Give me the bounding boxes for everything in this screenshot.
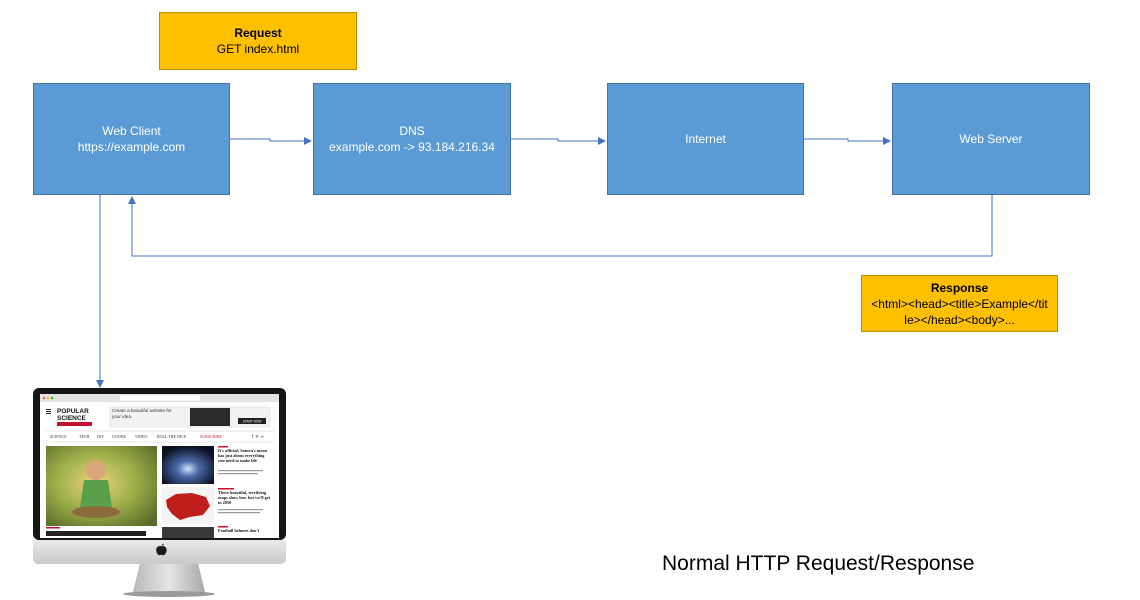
- web-client-url: https://example.com: [77, 140, 186, 154]
- request-note: Request GET index.html: [159, 12, 357, 70]
- diagram-caption: Normal HTTP Request/Response: [662, 552, 975, 575]
- dns-label: DNS: [399, 124, 425, 138]
- arrow-dns-to-internet: [511, 137, 606, 145]
- arrow-internet-to-server: [804, 137, 891, 145]
- nav-item[interactable]: ROLL THE DICE: [157, 434, 187, 439]
- nav-item[interactable]: GOODS: [112, 434, 126, 439]
- site-logo-line1: POPULAR: [57, 408, 89, 415]
- ad-button[interactable]: [238, 418, 266, 424]
- web-server-node[interactable]: Web Server: [892, 83, 1090, 195]
- arrow-server-to-client-response: [128, 195, 993, 257]
- imac-stand: [133, 563, 205, 592]
- internet-label: Internet: [685, 132, 726, 146]
- arrow-client-to-dns: [230, 137, 312, 145]
- apple-logo-icon: [156, 543, 167, 556]
- dns-node[interactable]: DNS example.com -> 93.184.216.34: [313, 83, 511, 195]
- ad-image: [190, 408, 230, 426]
- nav-item-subscribe[interactable]: SUBSCRIBE: [200, 434, 222, 439]
- response-detail: <html><head><title>Example</title></head…: [871, 296, 1048, 327]
- ad-text: Create a beautiful website for your idea…: [112, 408, 172, 419]
- response-title: Response: [930, 280, 989, 295]
- response-note: Response <html><head><title>Example</tit…: [861, 275, 1058, 332]
- web-client-node[interactable]: Web Client https://example.com: [33, 83, 230, 195]
- imac-illustration: POPULAR SCIENCE Create a beautiful websi…: [33, 388, 286, 597]
- dns-resolution: example.com -> 93.184.216.34: [329, 140, 495, 154]
- headline-helmets[interactable]: Football helmets don't: [218, 529, 260, 533]
- imac-screen: POPULAR SCIENCE Create a beautiful websi…: [40, 394, 279, 538]
- request-title: Request: [234, 26, 282, 40]
- connectors: [96, 137, 993, 388]
- menu-icon: [46, 409, 51, 410]
- site-logo-line2: SCIENCE: [57, 415, 87, 422]
- nav-item[interactable]: SCIENCE: [50, 434, 67, 439]
- headline-saturn[interactable]: It's official: Saturn's moon has just ab…: [218, 449, 268, 463]
- browser-address-bar: [120, 395, 200, 401]
- nav-item[interactable]: VIDEO: [135, 434, 148, 439]
- nav-item[interactable]: TECH: [79, 434, 90, 439]
- ad-button-label: START NOW: [243, 420, 262, 424]
- web-server-label: Web Server: [959, 132, 1023, 146]
- request-detail: GET index.html: [216, 42, 300, 56]
- moon-thumbnail: [162, 446, 214, 484]
- site-nav: SCIENCE TECH DIY GOODS VIDEO ROLL THE DI…: [50, 434, 222, 439]
- imac-stand-base: [123, 591, 215, 597]
- nav-item[interactable]: DIY: [97, 434, 104, 439]
- site-logo-banner: [57, 422, 92, 426]
- internet-node[interactable]: Internet: [607, 83, 804, 195]
- web-client-label: Web Client: [102, 124, 161, 138]
- headline-maps[interactable]: These beautiful, terrifying maps show ho…: [218, 491, 271, 505]
- social-icons: f ✕ ≈: [252, 434, 264, 440]
